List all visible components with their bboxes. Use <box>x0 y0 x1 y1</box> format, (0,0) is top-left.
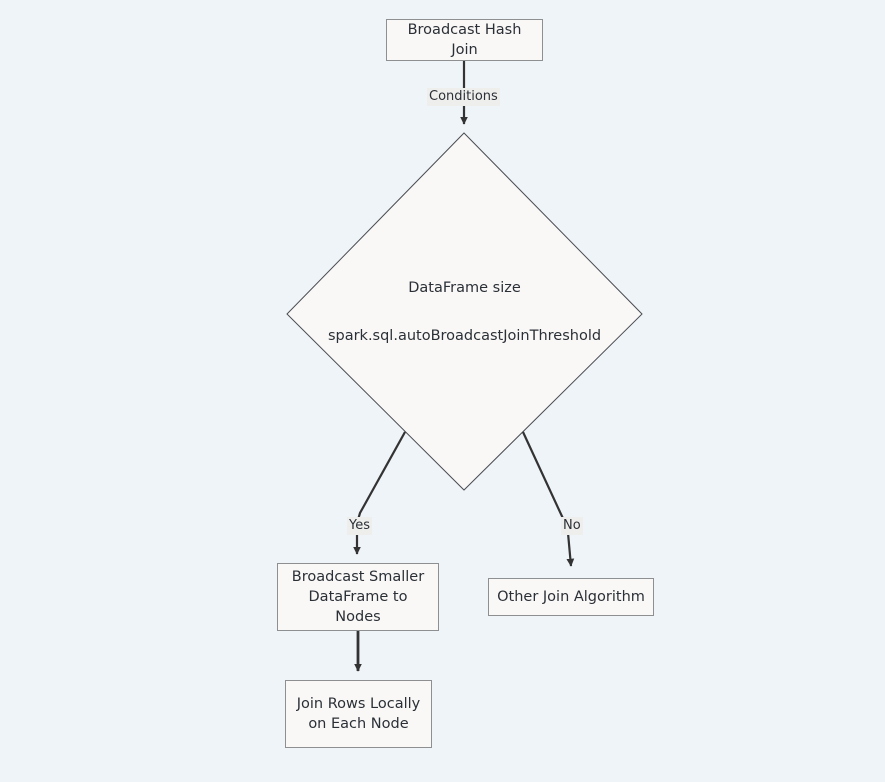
edge-label-yes: Yes <box>347 517 372 535</box>
edge-label-no: No <box>561 517 583 535</box>
node-other-join-algorithm-label: Other Join Algorithm <box>497 589 645 605</box>
edge-label-yes-text: Yes <box>349 518 370 533</box>
decision-label-line-1: DataFrame size <box>408 279 521 296</box>
edge-label-no-text: No <box>563 518 581 533</box>
node-dataframe-size-decision-label: DataFrame size spark.sql.autoBroadcastJo… <box>328 252 601 372</box>
edge-label-conditions: Conditions <box>427 88 500 106</box>
node-join-rows-locally-label: Join Rows Locally on Each Node <box>296 696 421 732</box>
decision-label-line-2: spark.sql.autoBroadcastJoinThreshold <box>327 327 602 344</box>
node-broadcast-hash-join-label: Broadcast Hash Join <box>407 22 522 58</box>
node-dataframe-size-decision[interactable]: DataFrame size spark.sql.autoBroadcastJo… <box>287 133 642 490</box>
node-broadcast-smaller-dataframe-label: Broadcast Smaller DataFrame to Nodes <box>291 569 425 625</box>
node-broadcast-hash-join[interactable]: Broadcast Hash Join <box>386 19 543 61</box>
edge-label-conditions-text: Conditions <box>429 89 498 104</box>
node-broadcast-smaller-dataframe[interactable]: Broadcast Smaller DataFrame to Nodes <box>277 563 439 631</box>
decision-diamond-shape <box>286 132 643 491</box>
node-other-join-algorithm[interactable]: Other Join Algorithm <box>488 578 654 616</box>
node-join-rows-locally[interactable]: Join Rows Locally on Each Node <box>285 680 432 748</box>
